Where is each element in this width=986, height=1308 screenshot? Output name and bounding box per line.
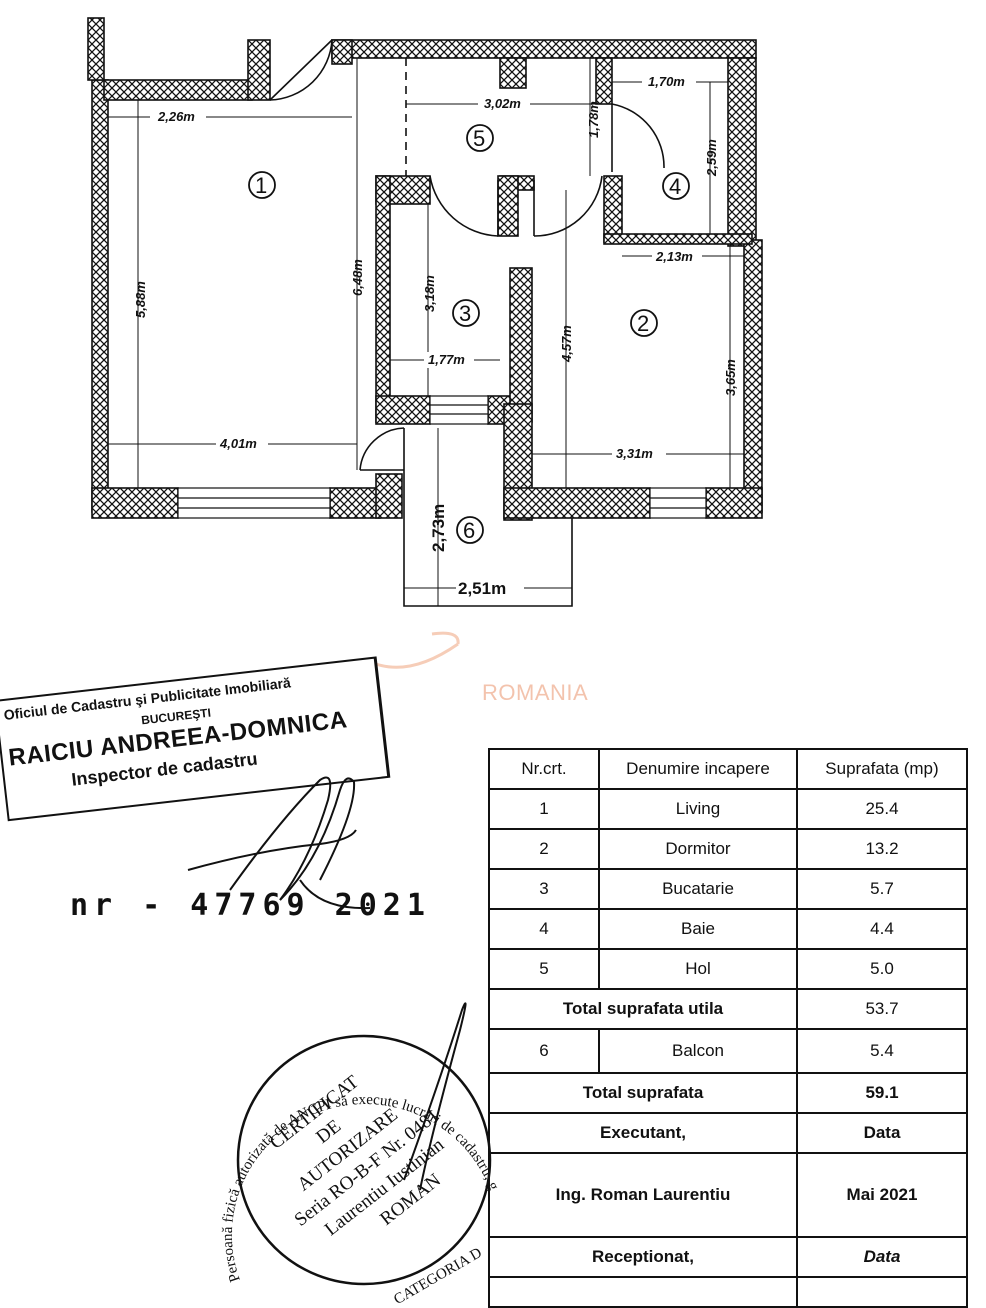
- data-label: Data: [796, 1112, 968, 1154]
- dim-bedroom-depth-left: 4,57m: [559, 325, 574, 363]
- dim-living-depth-right: 6,48m: [350, 259, 365, 296]
- dim-bath-depth: 2,59m: [704, 139, 719, 177]
- room-number-5: 5: [473, 126, 485, 151]
- row-area: 25.4: [796, 788, 968, 830]
- row-area: 4.4: [796, 908, 968, 950]
- executant-row: Ing. Roman Laurentiu Mai 2021: [488, 1152, 968, 1238]
- room-number-6: 6: [463, 518, 475, 543]
- balcony-outline: [403, 428, 573, 607]
- certificate-outer-text: Persoană fizică autorizată de ANCPI să e…: [0, 990, 500, 1284]
- table-row: 3 Bucatarie 5.7: [488, 868, 968, 910]
- row-nr: 1: [488, 788, 600, 830]
- floor-plan: 2,26m 3,02m 1,70m 1,78m 2,59m 2,13m 5,88…: [87, 17, 763, 607]
- row-area: 5.4: [796, 1028, 968, 1074]
- row-name: Hol: [598, 948, 798, 990]
- total-label: Total suprafata: [488, 1072, 798, 1114]
- dim-balcony-width: 2,51m: [458, 579, 506, 598]
- header-name: Denumire incapere: [598, 748, 798, 790]
- walls: [87, 17, 763, 521]
- receptionat-date-cell: [796, 1276, 968, 1308]
- dim-hall-depth: 1,78m: [586, 101, 601, 138]
- dim-bedroom-depth-right: 3,65m: [723, 359, 738, 396]
- table-row: 4 Baie 4.4: [488, 908, 968, 950]
- total-util-row: Total suprafata utila 53.7: [488, 988, 968, 1030]
- row-name: Balcon: [598, 1028, 798, 1074]
- row-nr: 6: [488, 1028, 600, 1074]
- receptionat-header-row: Receptionat, Data: [488, 1236, 968, 1278]
- watermark-logo: [375, 631, 460, 669]
- total-util-value: 53.7: [796, 988, 968, 1030]
- row-nr: 4: [488, 908, 600, 950]
- executant-header-row: Executant, Data: [488, 1112, 968, 1154]
- row-area: 5.7: [796, 868, 968, 910]
- inspector-signature: [187, 776, 371, 910]
- watermark-text: ROMANIA: [482, 680, 589, 705]
- windows: [177, 395, 707, 519]
- executant-signature: [403, 1002, 467, 1191]
- row-area: 13.2: [796, 828, 968, 870]
- total-row: Total suprafata 59.1: [488, 1072, 968, 1114]
- doors: [269, 39, 665, 471]
- executant-date: Mai 2021: [796, 1152, 968, 1238]
- dim-balcony-depth: 2,73m: [429, 504, 448, 552]
- table-row: 1 Living 25.4: [488, 788, 968, 830]
- table-row: 5 Hol 5.0: [488, 948, 968, 990]
- dim-bedroom-width-top: 2,13m: [655, 249, 693, 264]
- receptionat-row: [488, 1276, 968, 1308]
- room-number-1: 1: [255, 173, 267, 198]
- row-name: Living: [598, 788, 798, 830]
- area-table: Nr.crt. Denumire incapere Suprafata (mp)…: [488, 748, 968, 1308]
- row-nr: 2: [488, 828, 600, 870]
- room-number-3: 3: [459, 301, 471, 326]
- dim-living-width-top: 2,26m: [157, 109, 195, 124]
- row-name: Dormitor: [598, 828, 798, 870]
- receptionat-signature-cell: [488, 1276, 798, 1308]
- room-number-2: 2: [637, 311, 649, 336]
- dim-living-width-bottom: 4,01m: [219, 436, 257, 451]
- total-value: 59.1: [796, 1072, 968, 1114]
- svg-text:Persoană fizică autorizată de: Persoană fizică autorizată de ANCPI să e…: [0, 990, 500, 1284]
- header-area: Suprafata (mp): [796, 748, 968, 790]
- header-nr: Nr.crt.: [488, 748, 600, 790]
- receptionat-data-label: Data: [796, 1236, 968, 1278]
- total-util-label: Total suprafata utila: [488, 988, 798, 1030]
- registration-number: nr - 47769 2021: [70, 888, 431, 923]
- dim-hall-width: 3,02m: [484, 96, 521, 111]
- executant-label: Executant,: [488, 1112, 798, 1154]
- dim-living-depth-left: 5,88m: [133, 281, 148, 318]
- dim-bath-width: 1,70m: [648, 74, 685, 89]
- row-area: 5.0: [796, 948, 968, 990]
- room-number-4: 4: [669, 174, 681, 199]
- table-row: 2 Dormitor 13.2: [488, 828, 968, 870]
- row-name: Bucatarie: [598, 868, 798, 910]
- row-name: Baie: [598, 908, 798, 950]
- certificate-stamp: Persoană fizică autorizată de ANCPI să e…: [0, 990, 500, 1307]
- receptionat-label: Receptionat,: [488, 1236, 798, 1278]
- row-nr: 5: [488, 948, 600, 990]
- row-nr: 3: [488, 868, 600, 910]
- dim-bedroom-width-bottom: 3,31m: [616, 446, 653, 461]
- dim-kitchen-width: 1,77m: [428, 352, 465, 367]
- executant-name: Ing. Roman Laurentiu: [488, 1152, 798, 1238]
- dim-kitchen-depth: 3,18m: [422, 275, 437, 312]
- balcon-row: 6 Balcon 5.4: [488, 1028, 968, 1074]
